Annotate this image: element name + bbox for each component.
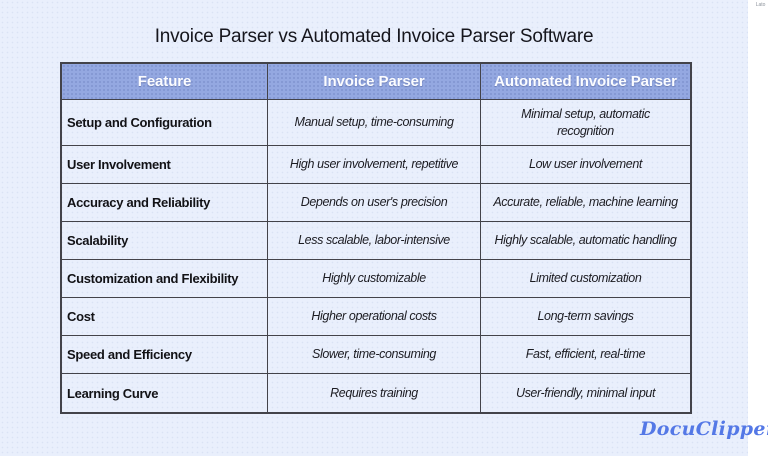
automated-cell-accuracy: Accurate, reliable, machine learning bbox=[481, 184, 690, 222]
page-title: Invoice Parser vs Automated Invoice Pars… bbox=[154, 26, 594, 47]
automated-cell-learning-curve: User-friendly, minimal input bbox=[515, 385, 656, 400]
column-header-feature: Feature bbox=[62, 64, 268, 100]
feature-cell-setup: Setup and Configuration bbox=[62, 100, 268, 146]
automated-cell-cost: Long-term savings bbox=[481, 298, 690, 336]
comparison-table: Feature Invoice Parser Automated Invoice… bbox=[60, 62, 692, 414]
automated-cell-customization: Limited customization bbox=[481, 260, 690, 298]
feature-cell-accuracy: Accuracy and Reliability bbox=[62, 184, 268, 222]
feature-cell-scalability: Scalability bbox=[62, 222, 268, 260]
invoice-parser-cell-user-involvement: High user involvement, repetitive bbox=[268, 146, 481, 184]
font-watermark-label: Lato bbox=[755, 2, 765, 8]
column-header-invoice-parser: Invoice Parser bbox=[268, 64, 481, 100]
invoice-parser-cell-setup: Manual setup, time-consuming bbox=[268, 100, 481, 146]
feature-cell-cost: Cost bbox=[62, 298, 268, 336]
feature-cell-customization: Customization and Flexibility bbox=[62, 260, 268, 298]
automated-cell-setup: Minimal setup, automatic recognition bbox=[481, 100, 690, 146]
automated-cell-user-involvement: Low user involvement bbox=[481, 146, 690, 184]
docuclipper-logo: DocuClipper bbox=[640, 418, 768, 440]
invoice-parser-cell-learning-curve: Requires training bbox=[268, 374, 481, 412]
feature-cell-speed: Speed and Efficiency bbox=[62, 336, 268, 374]
column-header-automated-invoice-parser: Automated Invoice Parser bbox=[481, 64, 690, 100]
invoice-parser-cell-accuracy: Depends on user's precision bbox=[268, 184, 481, 222]
feature-cell-learning-curve: Learning Curve bbox=[62, 374, 268, 412]
invoice-parser-cell-scalability: Less scalable, labor-intensive bbox=[268, 222, 481, 260]
invoice-parser-cell-cost: Higher operational costs bbox=[268, 298, 481, 336]
automated-cell-speed: Fast, efficient, real-time bbox=[481, 336, 690, 374]
invoice-parser-cell-customization: Highly customizable bbox=[268, 260, 481, 298]
automated-cell-scalability: Highly scalable, automatic handling bbox=[481, 222, 690, 260]
feature-cell-user-involvement: User Involvement bbox=[62, 146, 268, 184]
invoice-parser-cell-speed: Slower, time-consuming bbox=[268, 336, 481, 374]
